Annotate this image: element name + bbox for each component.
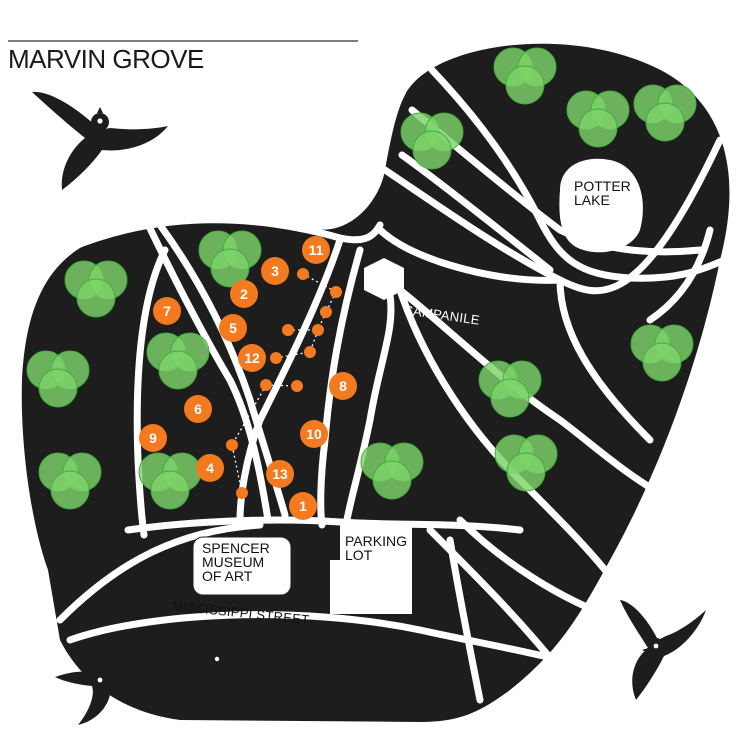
waypoint-dot: [226, 439, 238, 451]
tour-stop-marker[interactable]: [238, 344, 266, 372]
tour-stop-marker[interactable]: [153, 297, 181, 325]
tour-stop-12[interactable]: 12: [238, 344, 266, 372]
tour-stop-number: 1: [299, 498, 307, 514]
tour-stop-marker[interactable]: [266, 460, 294, 488]
waypoint-dot: [304, 346, 316, 358]
tour-stop-10[interactable]: 10: [300, 420, 328, 448]
parking-lot-area: [330, 523, 412, 614]
tree-cluster-icon: [630, 324, 694, 382]
tour-stop-marker[interactable]: [329, 372, 357, 400]
tour-stop-marker[interactable]: [300, 420, 328, 448]
bird-icon: [150, 651, 250, 698]
bird-icon: [620, 600, 706, 700]
potter-lake: [559, 158, 643, 253]
waypoint-dot: [270, 352, 282, 364]
tour-stop-number: 10: [306, 426, 322, 442]
tree-cluster-icon: [493, 47, 557, 105]
tour-stop-6[interactable]: 6: [184, 395, 212, 423]
campanile-marker-icon: [364, 258, 404, 300]
parking-lot-label-2: LOT: [345, 547, 373, 563]
waypoint-dot: [282, 324, 294, 336]
tour-stop-marker[interactable]: [289, 492, 317, 520]
spencer-museum-label-2: MUSEUM: [202, 554, 264, 570]
spencer-museum-building: [192, 536, 292, 596]
tour-stop-number: 4: [206, 460, 214, 476]
potter-lake-label-1: POTTER: [574, 178, 631, 194]
waypoint-dot: [320, 306, 332, 318]
tree-cluster-icon: [26, 350, 90, 408]
parking-lot-label-1: PARKING: [345, 533, 407, 549]
spencer-museum-label-3: OF ART: [202, 568, 253, 584]
tour-stop-4[interactable]: 4: [196, 454, 224, 482]
tour-stop-marker[interactable]: [219, 314, 247, 342]
tree-cluster-icon: [400, 112, 464, 170]
path-waypoints: [226, 268, 342, 499]
waypoint-dot: [236, 487, 248, 499]
spencer-museum-label-1: SPENCER: [202, 540, 270, 556]
tour-stop-marker[interactable]: [196, 454, 224, 482]
paths: [56, 66, 734, 704]
tour-stop-1[interactable]: 1: [289, 492, 317, 520]
tour-stop-11[interactable]: 11: [302, 236, 330, 264]
tree-cluster-icon: [566, 90, 630, 148]
tour-stop-number: 8: [339, 378, 347, 394]
tour-stop-marker[interactable]: [261, 257, 289, 285]
tree-cluster-icon: [360, 442, 424, 500]
tour-stop-3[interactable]: 3: [261, 257, 289, 285]
tree-cluster-icon: [64, 260, 128, 318]
waypoint-dot: [330, 286, 342, 298]
bird-icon: [55, 640, 135, 725]
tour-stop-number: 9: [149, 430, 157, 446]
tour-stop-number: 5: [229, 320, 237, 336]
tree-cluster-icon: [494, 434, 558, 492]
tour-stop-13[interactable]: 13: [266, 460, 294, 488]
tour-stop-number: 3: [271, 263, 279, 279]
waypoint-dot: [260, 379, 272, 391]
tour-stop-number: 2: [240, 286, 248, 302]
tour-stop-5[interactable]: 5: [219, 314, 247, 342]
tree-cluster-icon: [478, 360, 542, 418]
tour-stop-marker[interactable]: [184, 395, 212, 423]
waypoint-dot: [291, 380, 303, 392]
tree-cluster-icon: [633, 84, 697, 142]
tree-cluster-icon: [198, 230, 262, 288]
tour-stop-number: 13: [272, 466, 288, 482]
waypoint-dot: [297, 268, 309, 280]
tour-stop-2[interactable]: 2: [230, 280, 258, 308]
tour-stop-7[interactable]: 7: [153, 297, 181, 325]
tour-stop-marker[interactable]: [230, 280, 258, 308]
tour-stop-number: 6: [194, 401, 202, 417]
trees: [26, 47, 697, 510]
potter-lake-label-2: LAKE: [574, 192, 610, 208]
tour-stop-marker[interactable]: [139, 424, 167, 452]
tour-stop-9[interactable]: 9: [139, 424, 167, 452]
tour-stop-marker[interactable]: [302, 236, 330, 264]
tour-stop-number: 7: [163, 303, 171, 319]
tour-stop-number: 11: [309, 242, 324, 258]
tree-cluster-icon: [38, 452, 102, 510]
waypoint-dot: [312, 324, 324, 336]
map-title: MARVIN GROVE: [8, 44, 204, 74]
tour-stop-number: 12: [244, 350, 260, 366]
tree-cluster-icon: [146, 332, 210, 390]
bird-icon: [32, 91, 168, 190]
tour-stop-8[interactable]: 8: [329, 372, 357, 400]
